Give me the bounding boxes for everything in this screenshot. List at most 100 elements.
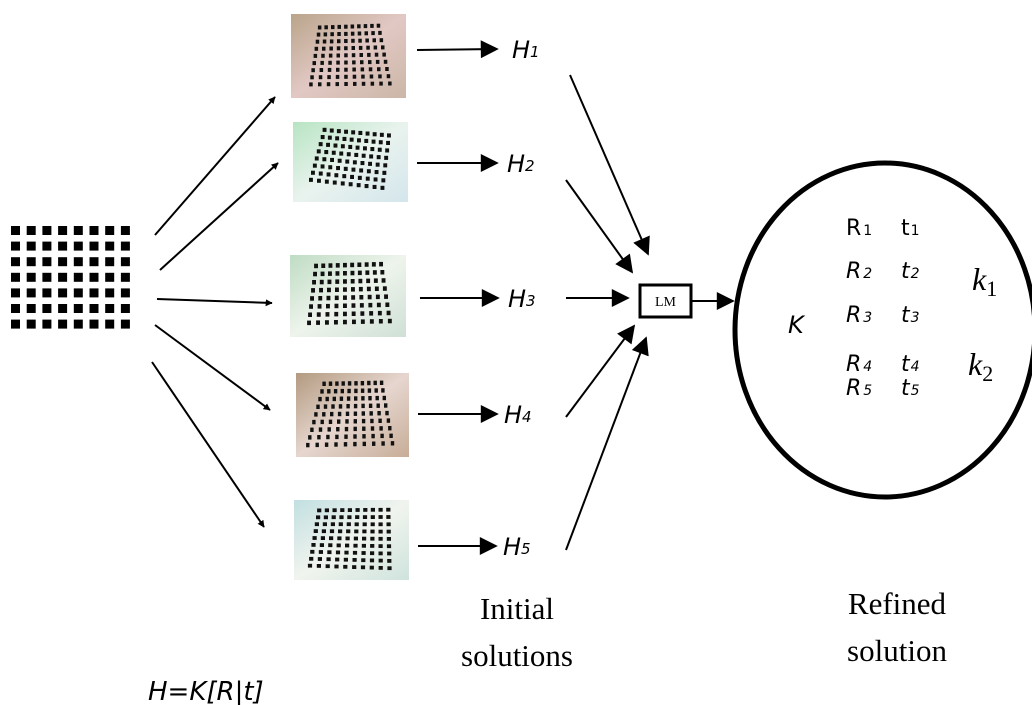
- photo-checker-square: [361, 403, 365, 409]
- photo-checker-square: [390, 441, 395, 446]
- photo-checker-square: [337, 158, 342, 163]
- photo-to-h-arrow-1: [416, 40, 499, 59]
- photo-checker-square: [313, 529, 318, 533]
- photo-checker-square: [337, 411, 342, 417]
- captions: Initial solutions Refined solution: [461, 586, 947, 673]
- photo-checker-square: [386, 310, 391, 316]
- pattern-square: [105, 272, 115, 282]
- photo-checker-square: [343, 557, 348, 562]
- photo-checker-square: [350, 24, 355, 29]
- photo-checker-square: [324, 442, 329, 447]
- photo-checker-square: [334, 442, 338, 447]
- photo-checker-square: [354, 388, 358, 394]
- photo-checker-square: [369, 558, 375, 563]
- lm-label: LM: [655, 295, 677, 310]
- photo-checker-square: [345, 159, 350, 164]
- photo-checker-square: [379, 132, 384, 137]
- photo-checker-square: [316, 32, 321, 37]
- photo-checker-square: [311, 288, 315, 293]
- photo-checker-square: [335, 136, 340, 141]
- pattern-square: [105, 304, 115, 313]
- photo-checker-square: [319, 68, 324, 72]
- photo-checker-square: [325, 396, 329, 402]
- fanout-arrow-4: [154, 324, 271, 411]
- photo-checker-square: [378, 558, 383, 563]
- photo-checker-square: [315, 442, 319, 448]
- photo-checker-square: [381, 441, 385, 446]
- k2-label: k2: [968, 346, 993, 386]
- photo-checker-square: [316, 564, 321, 568]
- photo-checker-square: [362, 522, 367, 527]
- t5-label: t5: [901, 376, 920, 401]
- pattern-square: [58, 304, 68, 313]
- photo-checker-square: [364, 138, 369, 143]
- photo-checker-square: [351, 53, 356, 58]
- photo-checker-square: [383, 163, 388, 168]
- photo-checker-square: [353, 441, 357, 447]
- photo-checker-square: [373, 380, 377, 386]
- photo-checker-square: [331, 404, 335, 409]
- photo-checker-square: [345, 543, 350, 548]
- photo-checker-square: [383, 59, 388, 64]
- pattern-square: [26, 288, 36, 298]
- photo-checker-square: [370, 515, 375, 519]
- photo-checker-square: [353, 434, 357, 439]
- photo-checker-square: [314, 263, 318, 269]
- photo-checker-square: [366, 278, 371, 284]
- photo-checker-square: [378, 30, 382, 35]
- pattern-square: [26, 304, 36, 313]
- photo-checker-square: [325, 564, 330, 569]
- photo-checker-square: [309, 304, 313, 309]
- photo-checker-square: [359, 303, 364, 308]
- photo-checker-square: [370, 23, 374, 28]
- photo-checker-square: [352, 60, 356, 65]
- photo-checker-square: [348, 144, 353, 149]
- translation-labels: t1 t2 t3 t4 t5: [901, 216, 920, 401]
- photo-checker-square: [374, 52, 379, 57]
- t3-label: t3: [901, 303, 920, 328]
- photo-checker-square: [378, 536, 383, 541]
- photo-checker-square: [336, 427, 340, 432]
- photo-checker-square: [310, 296, 314, 301]
- photo-checker-square: [378, 418, 382, 423]
- photo-checker-square: [388, 426, 392, 431]
- photo-checker-square: [339, 151, 344, 156]
- pattern-square: [26, 272, 36, 282]
- photo-checker-square: [310, 75, 314, 80]
- photo-checker-square: [344, 82, 348, 86]
- photo-checker-square: [327, 75, 331, 80]
- photo-checker-square: [313, 53, 318, 58]
- photo-checker-square: [370, 536, 375, 541]
- photo-checker-square: [362, 515, 368, 519]
- photo-checker-square: [380, 270, 385, 275]
- homography-formula: H=K[R|t]: [148, 677, 264, 705]
- photo-checker-square: [320, 389, 324, 394]
- photo-checker-square: [344, 53, 348, 58]
- photo-checker-square: [318, 142, 323, 147]
- photo-checker-square: [329, 529, 335, 534]
- photo-checker-square: [381, 178, 386, 183]
- photo-checker-square: [309, 82, 313, 87]
- calibration-photo-2: [293, 122, 408, 202]
- intrinsics-k-label: K: [788, 311, 806, 339]
- photo-checker-square: [334, 173, 339, 178]
- photo-checker-square: [350, 262, 355, 268]
- pattern-square: [26, 226, 36, 235]
- photo-checker-square: [340, 144, 345, 149]
- photo-checker-square: [374, 388, 378, 393]
- photo-checker-square: [335, 263, 340, 268]
- pattern-square: [58, 272, 68, 282]
- photo-checker-square: [351, 311, 356, 316]
- photo-checker-square: [326, 557, 331, 562]
- photo-checker-square: [342, 174, 347, 179]
- photo-checker-square: [311, 543, 316, 547]
- photo-checker-square: [354, 522, 359, 527]
- photo-checker-square: [377, 310, 382, 316]
- photo-checker-square: [343, 262, 347, 268]
- pattern-square: [73, 319, 83, 329]
- photo-checker-square: [357, 24, 361, 29]
- pattern-square: [105, 319, 115, 329]
